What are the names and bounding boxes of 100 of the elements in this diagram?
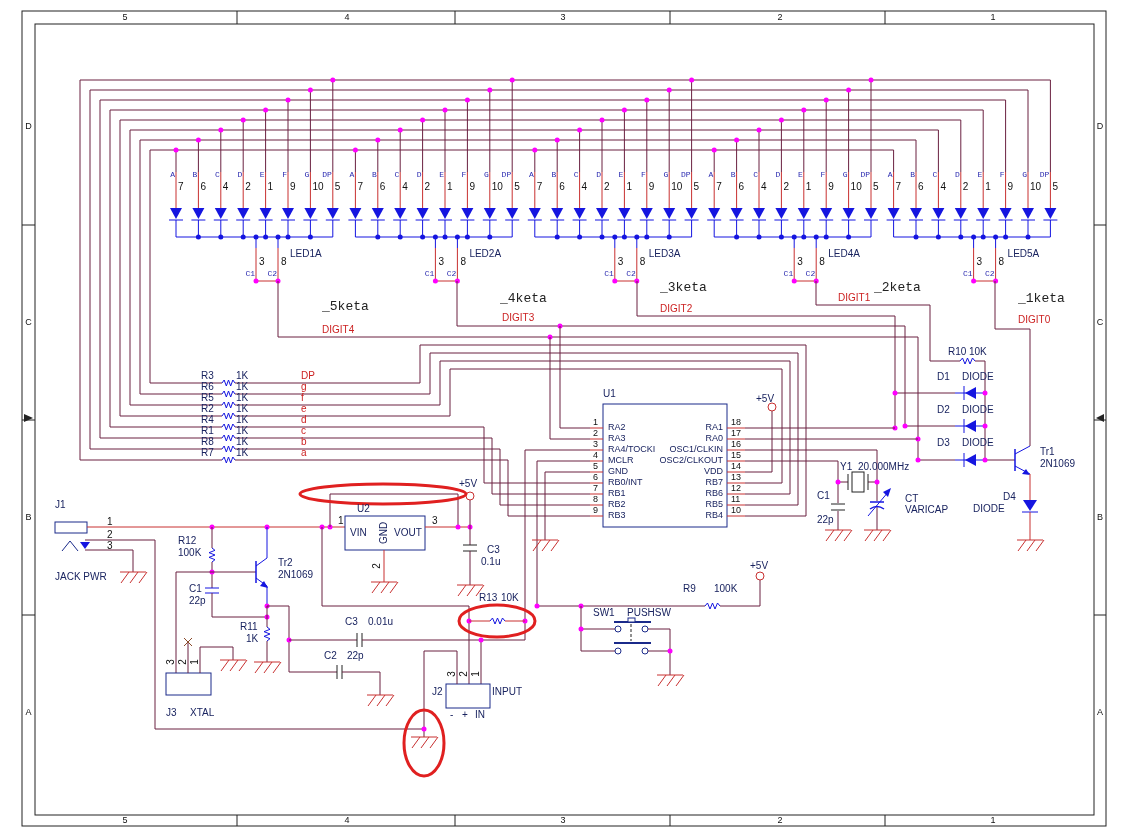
- part-label: Tr1: [1040, 447, 1055, 457]
- part-value: 22p: [189, 596, 206, 606]
- part-label: LED2A: [469, 249, 502, 259]
- segment-letter: C: [753, 171, 758, 179]
- segment-letter: DP: [681, 171, 691, 179]
- part-label: R11: [240, 622, 258, 632]
- pin-number: 3: [259, 257, 265, 267]
- pin-number: 5: [1052, 182, 1058, 192]
- pin-number: 1: [805, 182, 812, 192]
- part-label: C2: [324, 651, 337, 661]
- part-label: R4: [201, 415, 214, 425]
- pin-number: 2: [424, 182, 431, 192]
- pin-number: 7: [357, 182, 363, 192]
- pin-number: 3: [432, 516, 438, 526]
- pin-number: 1: [107, 517, 113, 527]
- pin-name: MCLR: [608, 456, 634, 465]
- part-value: JACK PWR: [55, 572, 107, 582]
- part-label: J2: [432, 687, 443, 697]
- pin-name: -: [450, 710, 454, 720]
- segment-letter: C: [394, 171, 400, 179]
- part-label: U1: [603, 389, 616, 399]
- pin-number: 1: [267, 182, 274, 192]
- net-label: d: [301, 415, 307, 425]
- pin-number: 8: [819, 257, 825, 267]
- pin-name: C2: [446, 270, 457, 278]
- part-label: R6: [201, 382, 214, 392]
- pin-number: 3: [976, 257, 983, 267]
- part-value: 1K: [236, 404, 249, 414]
- pin-name: RB7: [705, 478, 723, 487]
- part-value: 1K: [236, 437, 249, 447]
- pin-name: GND: [608, 467, 628, 476]
- net-label: DIGIT2: [660, 304, 693, 314]
- part-value: 2N1069: [278, 570, 314, 580]
- pin-number: 4: [402, 182, 408, 192]
- pin-number: 5: [514, 182, 520, 192]
- segment-letter: DP: [860, 171, 870, 179]
- net-label: c: [301, 426, 306, 436]
- pin-number: 8: [460, 257, 466, 267]
- segment-letter: B: [372, 171, 377, 179]
- part-value: 20.000MHz: [858, 462, 910, 472]
- pin-name: RA0: [705, 434, 723, 443]
- net-label: DIGIT1: [838, 293, 871, 303]
- part-label: LED4A: [828, 249, 860, 259]
- pin-number: 1: [447, 182, 453, 192]
- part-value: VARICAP: [905, 505, 949, 515]
- part-label: CT: [905, 494, 919, 504]
- segment-letter: DP: [1039, 171, 1050, 179]
- part-value: 1K: [236, 393, 249, 403]
- ruler-letter: B: [25, 513, 32, 522]
- pin-name: RB3: [608, 511, 626, 520]
- power-label: +5V: [756, 394, 775, 404]
- part-value: 1K: [246, 634, 259, 644]
- ruler-letter: D: [25, 122, 32, 131]
- pin-number: 8: [639, 257, 646, 267]
- part-label: R13: [479, 593, 498, 603]
- pin-number: 9: [1007, 182, 1014, 192]
- pin-number: 12: [731, 484, 741, 493]
- part-value: 1K: [236, 426, 249, 436]
- net-label: e: [301, 404, 307, 414]
- segment-letter: G: [304, 171, 310, 179]
- power-label: +5V: [459, 479, 478, 489]
- part-value: 0.01u: [368, 617, 394, 627]
- part-label: J3: [166, 708, 177, 718]
- pin-number: 5: [593, 462, 598, 471]
- pin-name: RB6: [705, 489, 723, 498]
- pin-number: 2: [783, 182, 789, 192]
- part-value: PUSHSW: [627, 608, 671, 618]
- part-label: LED1A: [290, 249, 322, 259]
- segment-letter: A: [170, 171, 175, 179]
- part-label: R8: [201, 437, 214, 447]
- pin-number: 10: [1030, 182, 1042, 192]
- pin-number: 7: [536, 182, 543, 192]
- ruler-letter: B: [1097, 513, 1103, 522]
- part-value: DIODE: [962, 405, 994, 415]
- pin-name: C1: [424, 270, 435, 278]
- pin-number: 6: [559, 182, 565, 192]
- pin-name: RB5: [705, 500, 723, 509]
- pin-number: 9: [828, 182, 834, 192]
- part-value: 0.1u: [481, 557, 501, 567]
- part-label: D1: [937, 372, 950, 382]
- pin-number: 10: [491, 182, 503, 192]
- part-label: LED5A: [1007, 249, 1040, 259]
- part-label: D4: [1003, 492, 1016, 502]
- pin-number: 8: [281, 257, 287, 267]
- pin-number: 2: [962, 182, 969, 192]
- segment-letter: A: [349, 171, 355, 179]
- part-value: DIODE: [962, 372, 994, 382]
- pin-number: 1: [190, 659, 200, 665]
- part-label: Y1: [840, 462, 853, 472]
- pin-number: 16: [731, 440, 741, 449]
- pin-number: 5: [873, 182, 879, 192]
- pin-number: 4: [581, 182, 588, 192]
- segment-letter: D: [596, 171, 601, 179]
- pin-name: VDD: [704, 467, 723, 476]
- net-label: DP: [301, 371, 315, 381]
- segment-letter: F: [461, 171, 467, 179]
- pin-number: 7: [716, 182, 722, 192]
- net-label: _1keta: [1018, 292, 1065, 305]
- segment-letter: G: [484, 171, 489, 179]
- part-value: 10K: [969, 347, 987, 357]
